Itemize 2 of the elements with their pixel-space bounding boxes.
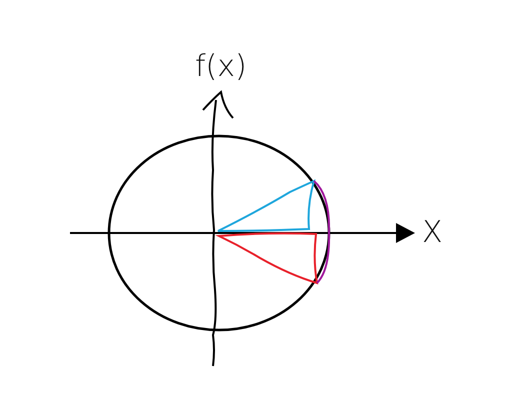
axis-label: f(x) <box>195 52 247 82</box>
axis-label: X <box>422 218 443 248</box>
